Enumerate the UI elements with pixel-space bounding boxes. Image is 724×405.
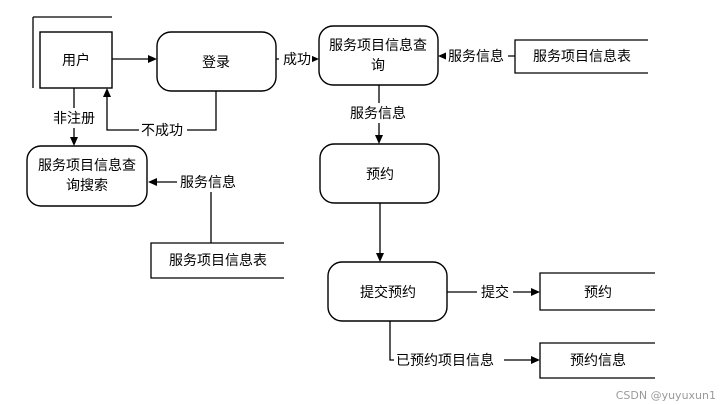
edge-user-to-search: 非注册 <box>50 88 100 146</box>
datastore-service-table-bottom-label: 服务项目信息表 <box>169 252 267 269</box>
process-service-query-label-2: 询 <box>371 58 385 74</box>
datastore-service-table-top-label: 服务项目信息表 <box>533 48 631 65</box>
process-service-query: 服务项目信息查 询 <box>318 25 439 86</box>
edge-label-service-info-top: 服务信息 <box>448 48 504 65</box>
datastore-service-table-top: 服务项目信息表 <box>514 39 648 74</box>
process-submit-label: 提交预约 <box>360 284 416 301</box>
process-service-query-label-1: 服务项目信息查 <box>329 37 427 54</box>
edge-label-fail: 不成功 <box>141 123 183 139</box>
edge-label-success: 成功 <box>283 52 311 68</box>
process-service-search-label-2: 询搜索 <box>66 177 108 194</box>
process-service-search-label-1: 服务项目信息查 <box>38 157 136 174</box>
process-submit: 提交预约 <box>327 261 448 322</box>
watermark: CSDN @yuyuxun1 <box>615 389 716 402</box>
process-login-label: 登录 <box>202 55 230 71</box>
edge-label-service-info-left: 服务信息 <box>180 174 236 191</box>
edge-submit-to-reserve-info: 已预约项目信息 <box>389 321 540 370</box>
edge-login-fail-to-user: 不成功 <box>103 88 217 140</box>
process-reserve-label: 预约 <box>366 167 394 183</box>
edge-label-non-register: 非注册 <box>53 111 95 127</box>
datastore-service-table-bottom: 服务项目信息表 <box>150 242 284 279</box>
edge-label-reserved-info: 已预约项目信息 <box>396 352 494 369</box>
process-login: 登录 <box>156 31 277 92</box>
edge-table-to-search: 服务信息 <box>148 172 241 243</box>
edge-table-to-query: 服务信息 <box>438 46 515 66</box>
edge-query-to-reserve: 服务信息 <box>348 85 410 144</box>
entity-user: 用户 <box>32 16 113 89</box>
edge-login-success-to-query: 成功 <box>276 49 319 69</box>
datastore-reserve-label: 预约 <box>584 285 612 301</box>
edge-reserve-to-submit <box>376 203 384 262</box>
datastore-reserve-info-label: 预约信息 <box>570 352 626 369</box>
process-service-search: 服务项目信息查 询搜索 <box>26 145 148 207</box>
datastore-reserve: 预约 <box>539 272 655 311</box>
process-reserve: 预约 <box>319 143 440 204</box>
edge-user-to-login <box>112 55 157 63</box>
edge-submit-to-reserve-store: 提交 <box>447 282 540 302</box>
edge-label-service-info-mid: 服务信息 <box>350 105 406 122</box>
edge-label-submit: 提交 <box>481 284 509 301</box>
entity-user-label: 用户 <box>62 52 90 69</box>
datastore-reserve-info: 预约信息 <box>539 342 655 379</box>
